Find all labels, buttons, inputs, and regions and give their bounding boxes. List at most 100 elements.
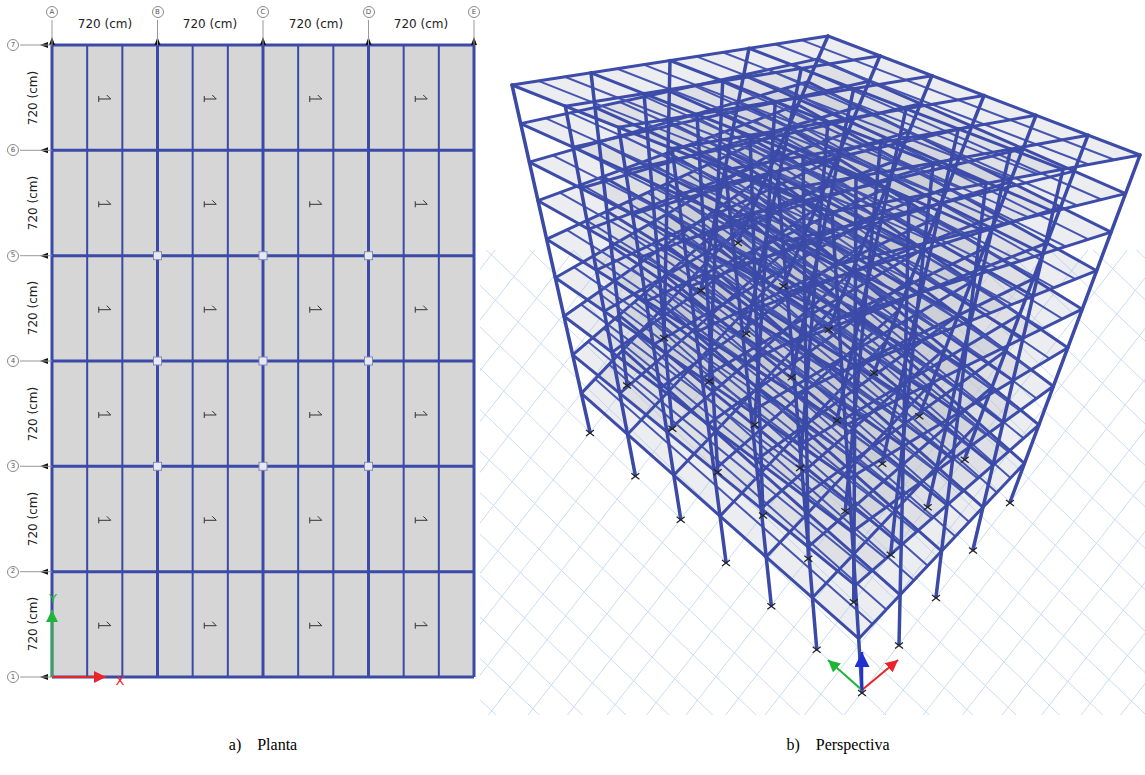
support-symbol [870, 370, 878, 376]
column-line [829, 76, 932, 329]
grid-label: 2 [11, 568, 15, 575]
axis-label: X [116, 674, 125, 687]
grid-bubble: E [468, 6, 480, 18]
column-line [664, 61, 670, 338]
support-symbol [623, 383, 631, 389]
slab-direction-symbol [204, 517, 205, 523]
slab-direction-symbol [204, 622, 216, 626]
column-symbol [259, 462, 267, 470]
slab-direction-symbol [309, 623, 310, 629]
slab-direction-symbol [415, 622, 427, 626]
column-symbol [154, 357, 162, 365]
slab-direction-symbol [204, 306, 216, 310]
support-symbol [779, 283, 787, 289]
grid-label: D [366, 9, 371, 16]
slab-direction-symbol [415, 516, 427, 520]
slab-direction-symbol [99, 306, 111, 310]
support-symbol [878, 461, 886, 467]
grid-bubble: 5 [7, 250, 19, 262]
dimension-label: 720 (cm) [27, 385, 39, 443]
support-symbol [759, 513, 767, 519]
dimension-label: 720 (cm) [181, 18, 239, 30]
column-line [800, 122, 828, 467]
column-line [619, 127, 681, 518]
support-symbol [850, 599, 858, 605]
slab-direction-symbol [99, 622, 111, 626]
slab-direction-symbol [98, 412, 99, 418]
figure-caption: b) Perspectiva [786, 737, 889, 753]
grid-extension [20, 150, 52, 151]
support-symbol [722, 560, 730, 566]
column-line [783, 56, 880, 285]
column-line [725, 170, 771, 606]
column-symbol [259, 357, 267, 365]
slab-direction-symbol [309, 517, 310, 523]
slab-direction-symbol [204, 200, 216, 204]
grid-extension [20, 255, 52, 256]
grid-bubble: 3 [7, 460, 19, 472]
beam-line [52, 676, 474, 679]
grid-bubble: A [46, 6, 58, 18]
joist-line [637, 335, 914, 580]
grid-extension [20, 571, 52, 572]
column-line [965, 135, 1088, 459]
column-line [701, 48, 749, 289]
x-axis-arrow [52, 676, 106, 678]
column-line [779, 191, 817, 649]
x-axis-arrow [862, 660, 898, 690]
grid-bubble: C [257, 6, 269, 18]
axis-label: Y [49, 592, 57, 605]
slab-direction-symbol [415, 307, 416, 313]
support-symbol [742, 331, 750, 337]
grid-extension [20, 677, 52, 678]
grid-bubble: B [152, 6, 164, 18]
column-line [591, 73, 627, 385]
slab-direction-symbol [99, 200, 111, 204]
y-axis-arrow [51, 610, 53, 677]
slab-direction-symbol [99, 411, 111, 415]
grid-label: 6 [11, 147, 15, 154]
grid-extension [20, 466, 52, 467]
slab-direction-symbol [204, 96, 205, 102]
slab-direction-symbol [309, 201, 310, 207]
column-symbol [154, 252, 162, 260]
slab-direction-symbol [98, 201, 99, 207]
slab-direction-symbol [415, 201, 416, 207]
slab-direction-symbol [310, 306, 322, 310]
beam-line [52, 149, 474, 152]
grid-bubble: 2 [7, 566, 19, 578]
slab-direction-symbol [309, 412, 310, 418]
slab-direction-symbol [415, 200, 427, 204]
slab-direction-symbol [310, 200, 322, 204]
grid-label: E [472, 9, 476, 16]
slab-direction-symbol [415, 306, 427, 310]
grid-extension [20, 45, 52, 46]
grid-bubble: 4 [7, 355, 19, 367]
slab-direction-symbol [415, 412, 416, 418]
column-line [919, 115, 1036, 415]
grid-label: B [155, 9, 160, 16]
support-symbol [932, 595, 940, 601]
slab-direction-symbol [415, 95, 427, 99]
support-symbol [697, 288, 705, 294]
support-symbol [586, 430, 594, 436]
support-symbol [796, 465, 804, 471]
support-symbol [734, 240, 742, 246]
column-line [738, 36, 828, 242]
grid-label: C [261, 9, 266, 16]
grid-bubble: 1 [7, 671, 19, 683]
figure-caption: a) Planta [229, 737, 297, 753]
slab-direction-symbol [415, 96, 416, 102]
slab-direction-symbol [98, 517, 99, 523]
support-symbol [841, 508, 849, 514]
slab-direction-symbol [415, 411, 427, 415]
slab-direction-symbol [309, 96, 310, 102]
slab-direction-symbol [310, 411, 322, 415]
support-symbol [705, 378, 713, 384]
support-symbol [1006, 500, 1014, 506]
support-symbol [825, 327, 833, 333]
slab-direction-symbol [98, 307, 99, 313]
column-line [973, 169, 1063, 549]
slab-direction-symbol [310, 622, 322, 626]
